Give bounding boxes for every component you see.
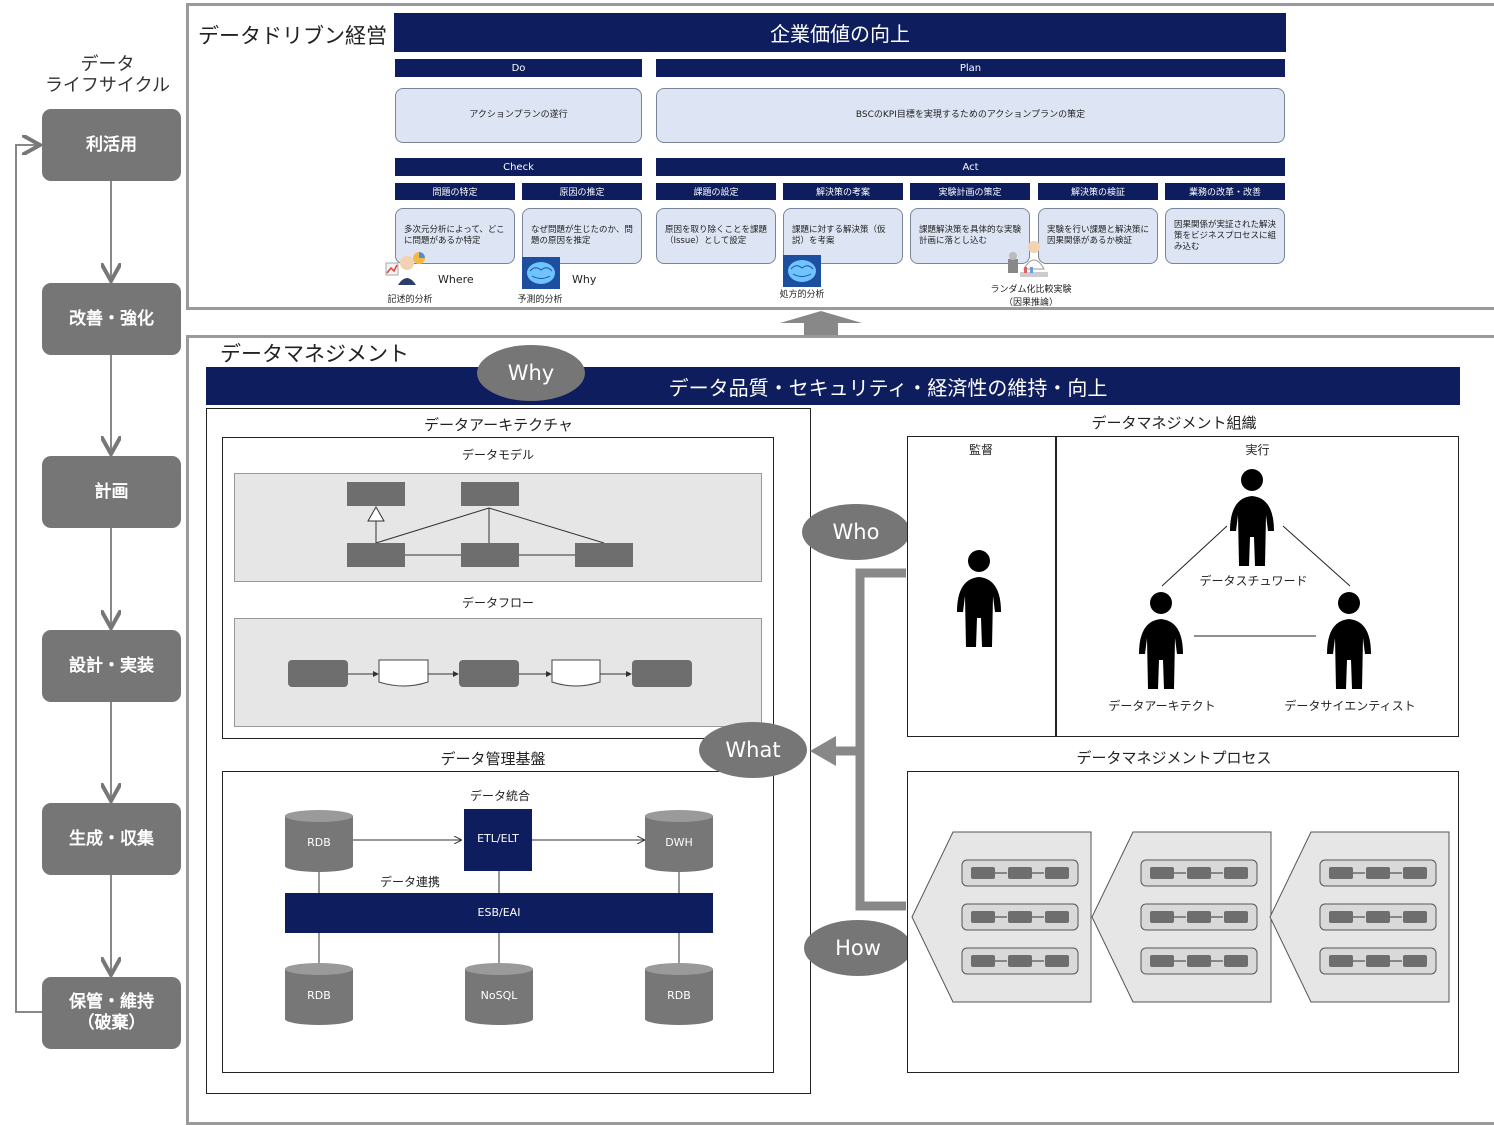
who-oval: Who [802, 504, 910, 560]
etl-box: ETL/ELT [477, 832, 519, 845]
role-scientist: データサイエンティスト [1284, 699, 1416, 713]
data-model-title: データモデル [461, 448, 534, 462]
descriptive-analysis-label: 記述的分析 [387, 295, 433, 305]
lifecycle-stage-use: 利活用 [42, 109, 181, 181]
esb-bar: ESB/EAI [477, 906, 521, 919]
why-label: Why [572, 273, 597, 286]
experiment-label-line2: （因果推論） [1003, 298, 1058, 308]
lifecycle-heading: データ ライフサイクル [30, 54, 185, 96]
step-label-7: 業務の改革・改善 [1165, 183, 1285, 200]
experiment-label-line1: ランダム化比較実験 [990, 285, 1072, 295]
brain-icon-2 [783, 255, 821, 287]
why-oval: Why [477, 345, 585, 401]
linkage-label: データ連携 [379, 875, 440, 889]
step-box-3: 原因を取り除くことを課題（Issue）として設定 [656, 208, 776, 264]
rdb-source-2: RDB [307, 989, 331, 1002]
organization-box [907, 436, 1459, 737]
step-label-3: 課題の設定 [656, 183, 776, 200]
lifecycle-arrows [15, 0, 190, 1013]
ddm-title: データドリブン経営 [198, 24, 387, 48]
execution-label: 実行 [1245, 443, 1270, 457]
dm-title: データマネジメント [220, 342, 409, 366]
process-diagram [911, 831, 1450, 1003]
where-label: Where [438, 273, 474, 286]
integration-label: データ統合 [469, 789, 530, 803]
data-flow-diagram [288, 659, 692, 687]
plan-label: Plan [656, 59, 1285, 77]
ddm-frame [186, 3, 1494, 310]
dm-banner: データ品質・セキュリティ・経済性の維持・向上 [206, 367, 1460, 405]
lifecycle-heading-line1: データ [80, 54, 135, 75]
lifecycle-heading-line2: ライフサイクル [44, 75, 171, 96]
rdb-source-1: RDB [307, 836, 331, 849]
step-box-2: なぜ問題が生じたのか、問題の原因を推定 [522, 208, 642, 264]
experiment-label: ランダム化比較実験 （因果推論） [975, 282, 1087, 308]
bracket-arrows [810, 568, 906, 911]
step-label-2: 原因の推定 [522, 183, 642, 200]
organization-divider [1055, 436, 1057, 737]
do-label: Do [395, 59, 642, 77]
what-oval: What [699, 722, 807, 778]
step-label-5: 実験計画の策定 [910, 183, 1030, 200]
step-label-6: 解決策の検証 [1038, 183, 1158, 200]
platform-title: データ管理基盤 [440, 750, 546, 768]
role-steward: データスチュワード [1199, 574, 1308, 588]
architecture-title: データアーキテクチャ [424, 416, 573, 434]
lifecycle-stage-improve: 改善・強化 [42, 283, 181, 355]
do-box: アクションプランの遂行 [395, 88, 642, 143]
lifecycle-stage-design: 設計・実装 [42, 630, 181, 702]
check-label: Check [395, 158, 642, 176]
ddm-banner: 企業価値の向上 [394, 13, 1286, 52]
rdb-source-3: RDB [667, 989, 691, 1002]
role-architect: データアーキテクト [1108, 699, 1216, 713]
process-title: データマネジメントプロセス [1076, 749, 1272, 767]
oversight-label: 監督 [968, 443, 993, 457]
step-box-6: 実験を行い課題と解決策に因果関係があるか検証 [1038, 208, 1158, 264]
scientist-icon [1008, 241, 1048, 277]
plan-box: BSCのKPI目標を実現するためのアクションプランの策定 [656, 88, 1285, 143]
data-flow-title: データフロー [461, 596, 534, 610]
up-arrow [780, 311, 862, 337]
lifecycle-stage-store: 保管・維持 （破棄） [42, 977, 181, 1049]
analyst-chart-icon [385, 252, 425, 285]
step-label-4: 解決策の考案 [783, 183, 903, 200]
lifecycle-stage-plan: 計画 [42, 456, 181, 528]
step-box-7: 因果関係が実証された解決策をビジネスプロセスに組み込む [1165, 208, 1285, 264]
brain-icon [522, 257, 560, 289]
step-box-4: 課題に対する解決策（仮説）を考案 [783, 208, 903, 264]
dwh-target: DWH [665, 836, 693, 849]
prescriptive-analysis-label: 処方的分析 [779, 290, 825, 300]
lifecycle-stage-generate: 生成・収集 [42, 803, 181, 875]
data-model-diagram [347, 482, 633, 567]
step-label-1: 問題の特定 [395, 183, 515, 200]
organization-diagram [957, 469, 1371, 689]
how-oval: How [804, 920, 912, 976]
organization-title: データマネジメント組織 [1091, 414, 1257, 432]
nosql-source: NoSQL [480, 989, 518, 1002]
predictive-analysis-label: 予測的分析 [517, 295, 563, 305]
platform-diagram [285, 809, 713, 1025]
act-label: Act [656, 158, 1285, 176]
